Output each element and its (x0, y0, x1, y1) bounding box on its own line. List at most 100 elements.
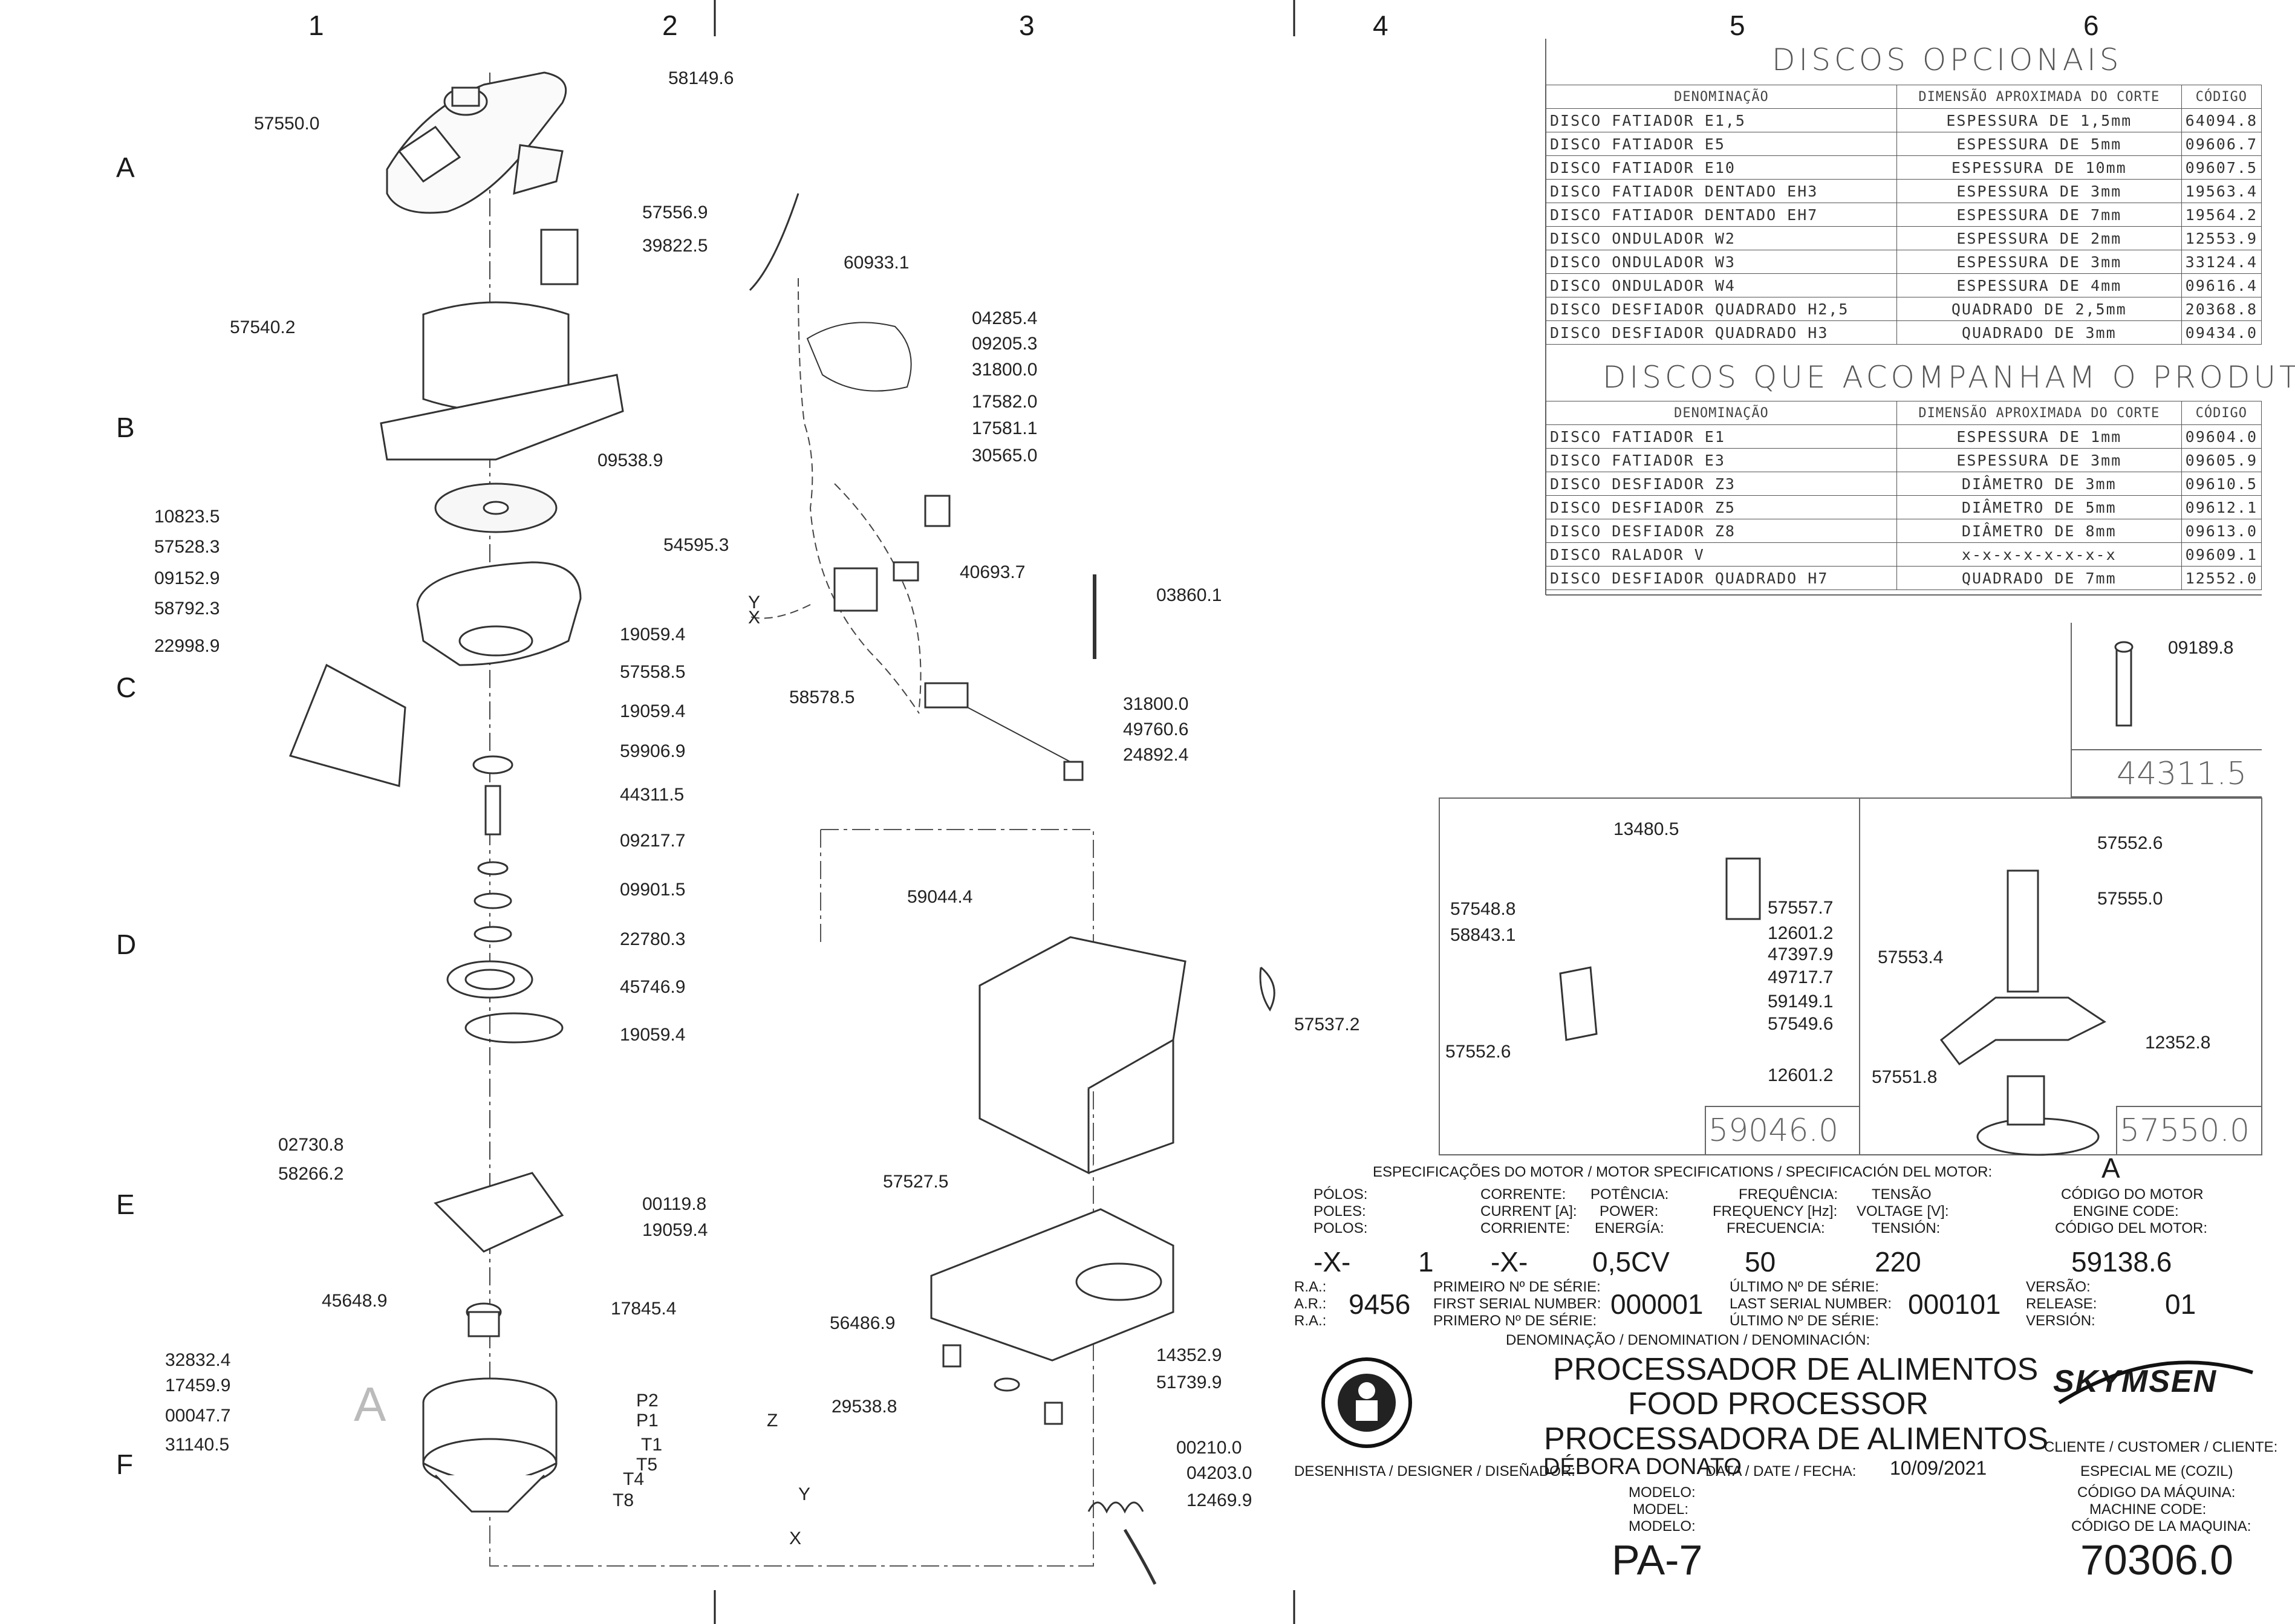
part-label: 45746.9 (620, 977, 686, 997)
part-label: 17582.0 (972, 392, 1038, 412)
cell: 09434.0 (2181, 320, 2262, 345)
model-label: MODEL: (1633, 1501, 1689, 1518)
grid-row-f: F (116, 1449, 134, 1480)
part-label: 58578.5 (789, 687, 855, 707)
cell: ESPESSURA DE 10mm (1896, 155, 2182, 180)
cell: ESPESSURA DE 5mm (1896, 132, 2182, 156)
cell: ESPESSURA DE 3mm (1896, 448, 2182, 472)
part-label: 54595.3 (663, 535, 729, 555)
designer-name: DÉBORA DONATO (1543, 1454, 1742, 1479)
part-label: 09189.8 (2168, 638, 2234, 658)
part-label: 22780.3 (620, 929, 686, 949)
current-label: CURRENT [A]: (1480, 1203, 1577, 1220)
grid-row-c: C (116, 672, 137, 703)
part-label: 57550.0 (254, 114, 320, 134)
voltage-label: VOLTAGE [V]: (1857, 1203, 1949, 1220)
part-label: 09901.5 (620, 880, 686, 900)
part-label: 57558.5 (620, 662, 686, 682)
current-label: CORRIENTE: (1480, 1220, 1571, 1236)
detail-box-label: 57550.0 (2120, 1112, 2250, 1149)
cell: DIÂMETRO DE 8mm (1896, 519, 2182, 543)
part-label: 30565.0 (972, 446, 1038, 466)
cell: ESPESSURA DE 2mm (1896, 226, 2182, 250)
grid-col-5: 5 (1730, 10, 1745, 41)
date-label: DATA / DATE / FECHA: (1705, 1463, 1857, 1479)
cell: DISCO FATIADOR DENTADO EH3 (1546, 179, 1897, 203)
part-label: 12601.2 (1768, 923, 1834, 943)
part-label: 31800.0 (1123, 694, 1189, 714)
cell: DISCO FATIADOR E1,5 (1546, 108, 1897, 132)
grid-row-b: B (116, 412, 135, 443)
part-label: 22998.9 (154, 636, 220, 656)
last-serial-value: 000101 (1908, 1288, 2001, 1320)
part-label: 57557.7 (1768, 898, 1834, 918)
engine-code-label: CÓDIGO DO MOTOR (2061, 1186, 2204, 1203)
cell: 19564.2 (2181, 203, 2262, 227)
part-label: 57540.2 (230, 317, 296, 337)
version-label: RELEASE: (2026, 1296, 2097, 1312)
part-label: 17845.4 (611, 1299, 677, 1319)
voltage-label: TENSIÓN: (1872, 1220, 1941, 1236)
frequency-label: FREQUÊNCIA: (1739, 1186, 1838, 1203)
col-header: CÓDIGO (2181, 401, 2262, 425)
denomination-es: PROCESSADORA DE ALIMENTOS (1544, 1421, 2049, 1457)
cell: 09607.5 (2181, 155, 2262, 180)
part-label: 59906.9 (620, 741, 686, 761)
model-label: MODELO: (1629, 1484, 1696, 1501)
grid-row-e: E (116, 1189, 135, 1220)
part-label: 17581.1 (972, 418, 1038, 438)
cell: 09610.5 (2181, 472, 2262, 496)
last-serial-label: ÚLTIMO Nº DE SÉRIE: (1730, 1313, 1880, 1329)
cell: DISCO FATIADOR E5 (1546, 132, 1897, 156)
cell: 09605.9 (2181, 448, 2262, 472)
wire-label: T1 (641, 1435, 663, 1455)
cell: DISCO FATIADOR E1 (1546, 424, 1897, 449)
authorized-service-seal (1321, 1357, 1412, 1448)
voltage-label: TENSÃO (1872, 1186, 1932, 1203)
part-label: 00047.7 (165, 1406, 231, 1426)
part-label: 56486.9 (830, 1313, 896, 1333)
version-label: VERSIÓN: (2026, 1313, 2095, 1329)
part-label: 12352.8 (2145, 1033, 2211, 1053)
version-label: VERSÃO: (2026, 1279, 2091, 1295)
col-header: DIMENSÃO APROXIMADA DO CORTE (1896, 401, 2182, 425)
ra-label: A.R.: (1294, 1296, 1327, 1312)
cell: 12552.0 (2181, 566, 2262, 590)
machine-code-label: MACHINE CODE: (2089, 1501, 2207, 1518)
grid-col-1: 1 (308, 10, 324, 41)
part-label: 51739.9 (1156, 1372, 1222, 1392)
part-label: 57549.6 (1768, 1014, 1834, 1034)
cell: DISCO DESFIADOR Z5 (1546, 495, 1897, 519)
part-label: 44311.5 (620, 785, 685, 805)
part-label: 31800.0 (972, 360, 1038, 380)
motor-spec-variant: A (2101, 1152, 2120, 1184)
part-label: 31140.5 (165, 1435, 230, 1455)
part-label: 58792.3 (154, 599, 220, 619)
current-value: -X- (1491, 1246, 1528, 1278)
engine-code-value: 59138.6 (2071, 1246, 2172, 1278)
part-label: 60933.1 (844, 253, 910, 273)
part-label: 10823.5 (154, 507, 220, 527)
detail-box-label: 44311.5 (2117, 756, 2247, 792)
part-label: 09217.7 (620, 831, 686, 851)
cell: ESPESSURA DE 1mm (1896, 424, 2182, 449)
current-value: 1 (1418, 1246, 1434, 1278)
part-label: 58843.1 (1450, 925, 1516, 945)
part-label: 19059.4 (642, 1220, 708, 1240)
motor-spec-header: ESPECIFICAÇÕES DO MOTOR / MOTOR SPECIFIC… (1373, 1164, 1993, 1180)
grid-col-2: 2 (662, 10, 678, 41)
part-label: 09205.3 (972, 334, 1038, 354)
cell: 20368.8 (2181, 297, 2262, 321)
power-label: POWER: (1600, 1203, 1659, 1220)
svg-text:A: A (354, 1377, 386, 1431)
model-value: PA-7 (1612, 1536, 1703, 1583)
optional-discs-title: DISCOS OPCIONAIS (1772, 42, 2123, 77)
